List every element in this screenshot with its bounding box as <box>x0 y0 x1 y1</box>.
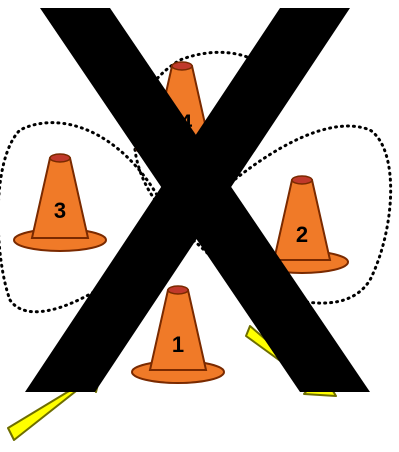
cone-3: 3 <box>14 154 106 251</box>
cone-label-1: 1 <box>172 332 184 357</box>
cone-label-2: 2 <box>296 222 308 247</box>
cone-label-3: 3 <box>54 198 66 223</box>
